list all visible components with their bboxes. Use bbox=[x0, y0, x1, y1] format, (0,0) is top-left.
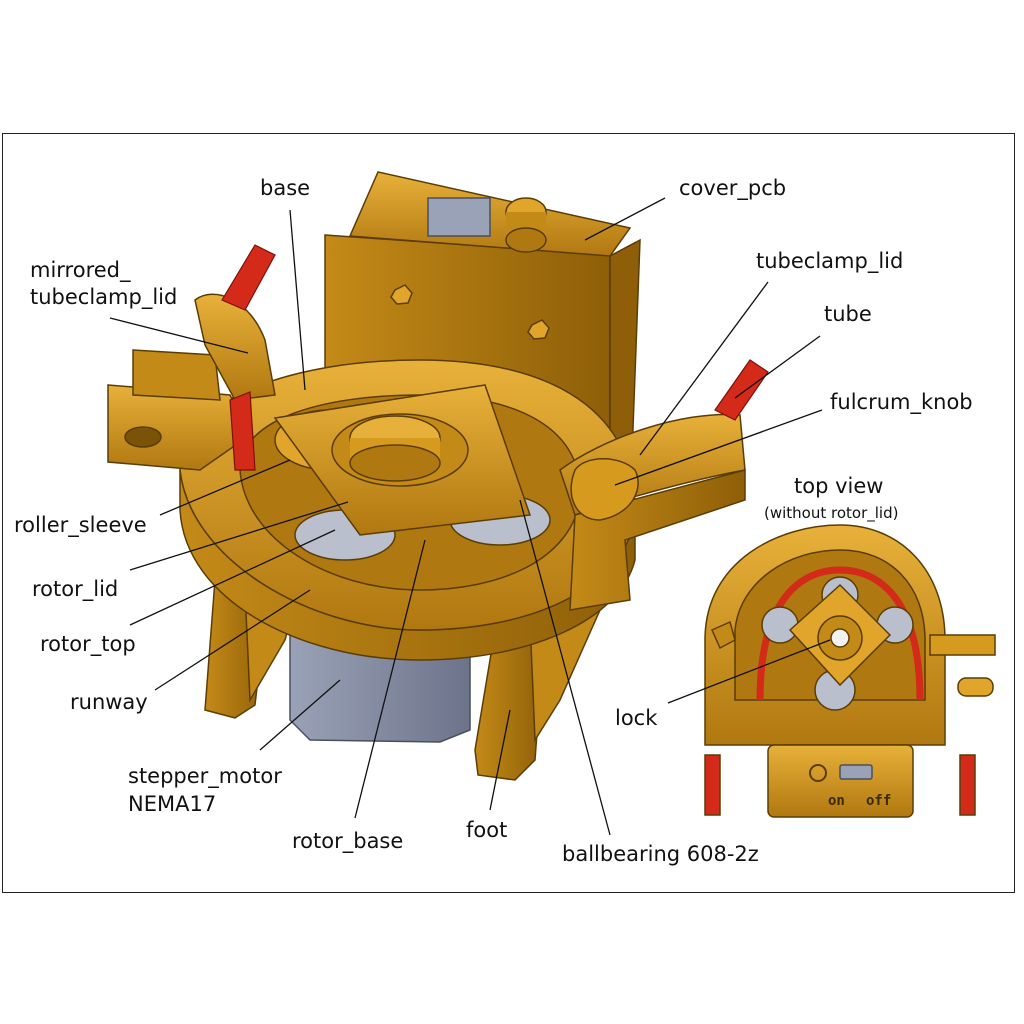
label-ballbearing: ballbearing 608-2z bbox=[562, 842, 759, 866]
tubes bbox=[221, 244, 769, 471]
tube-clamps bbox=[107, 293, 746, 611]
label-rotor-base: rotor_base bbox=[292, 829, 404, 853]
diagram-frame bbox=[2, 133, 1015, 893]
label-mirrored-line2: tubeclamp_lid bbox=[30, 285, 178, 309]
label-foot: foot bbox=[466, 818, 508, 842]
label-runway: runway bbox=[70, 690, 148, 714]
label-rotor-lid: rotor_lid bbox=[32, 577, 119, 601]
switch-on-label: on bbox=[828, 793, 845, 809]
leader-lines bbox=[109, 197, 831, 836]
switch-off-label: off bbox=[866, 793, 892, 809]
label-fulcrum-knob: fulcrum_knob bbox=[830, 390, 973, 414]
label-top-view-sub: (without rotor_lid) bbox=[764, 504, 899, 522]
label-lock: lock bbox=[615, 706, 658, 730]
label-stepper-motor: stepper_motor bbox=[128, 764, 282, 788]
label-tubeclamp-lid: tubeclamp_lid bbox=[756, 249, 904, 273]
label-base: base bbox=[260, 176, 311, 200]
label-roller-sleeve: roller_sleeve bbox=[14, 513, 147, 537]
label-rotor-top: rotor_top bbox=[40, 632, 136, 656]
label-nema17: NEMA17 bbox=[128, 792, 217, 816]
label-mirrored-line1: mirrored_ bbox=[30, 258, 131, 282]
rotor bbox=[273, 384, 551, 561]
feet bbox=[204, 574, 602, 781]
label-cover-pcb: cover_pcb bbox=[679, 176, 787, 200]
label-tube: tube bbox=[824, 302, 872, 326]
top-view-inset bbox=[704, 524, 996, 818]
label-top-view: top view bbox=[794, 474, 884, 498]
